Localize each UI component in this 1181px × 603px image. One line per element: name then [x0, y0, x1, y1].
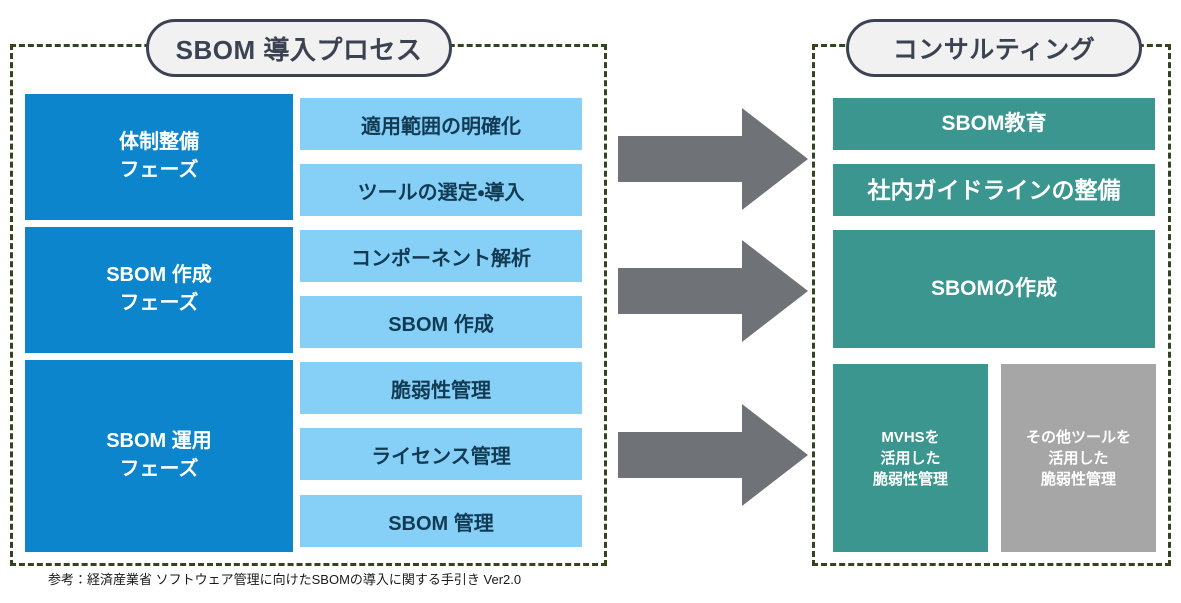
task-box-vulnerability-management: 脆弱性管理	[300, 362, 582, 414]
task-box-component-analysis: コンポーネント解析	[300, 230, 582, 282]
phase-box-sbom-operation: SBOM 運用 フェーズ	[25, 360, 293, 552]
consulting-group-title: コンサルティング	[846, 19, 1142, 77]
service-box-sbom-creation: SBOMの作成	[833, 230, 1155, 348]
phase-box-sbom-creation: SBOM 作成 フェーズ	[25, 227, 293, 353]
sbom-process-group-title: SBOM 導入プロセス	[146, 19, 452, 77]
right-arrow-icon	[618, 240, 808, 342]
task-box-sbom-management: SBOM 管理	[300, 495, 582, 547]
service-box-other-tools-vulnerability-management: その他ツールを 活用した 脆弱性管理	[1001, 364, 1156, 552]
service-box-internal-guideline: 社内ガイドラインの整備	[833, 164, 1155, 216]
task-box-sbom-creation: SBOM 作成	[300, 296, 582, 348]
right-arrow-icon	[618, 404, 808, 506]
service-box-sbom-education: SBOM教育	[833, 98, 1155, 150]
source-footnote: 参考：経済産業省 ソフトウェア管理に向けたSBOMの導入に関する手引き Ver2…	[48, 572, 522, 587]
phase-box-system-preparation: 体制整備 フェーズ	[25, 94, 293, 220]
service-box-mvhs-vulnerability-management: MVHSを 活用した 脆弱性管理	[833, 364, 988, 552]
task-box-tool-selection-introduction: ツールの選定・導入	[300, 164, 582, 216]
task-box-license-management: ライセンス管理	[300, 428, 582, 480]
right-arrow-icon	[618, 108, 808, 210]
task-box-scope-clarification: 適用範囲の明確化	[300, 98, 582, 150]
